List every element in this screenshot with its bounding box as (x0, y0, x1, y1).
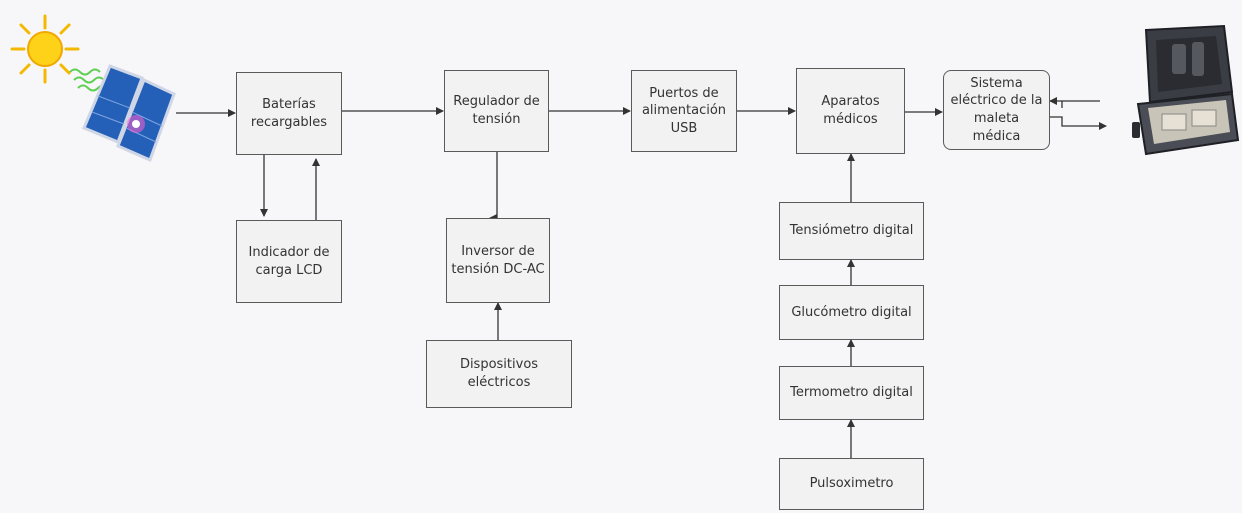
node-glucometro: Glucómetro digital (779, 285, 924, 340)
node-termometro: Termometro digital (779, 366, 924, 420)
node-sistema: Sistema eléctrico de la maleta médica (943, 70, 1050, 150)
node-inversor: Inversor de tensión DC-AC (446, 218, 550, 303)
arrow-regulador-to-inversor (489, 152, 498, 222)
node-indicador: Indicador de carga LCD (236, 220, 342, 303)
node-pulsoximetro: Pulsoximetro (779, 458, 924, 510)
node-aparatos: Aparatos médicos (796, 68, 905, 154)
node-regulador: Regulador de tensión (444, 70, 549, 152)
node-dispositivos: Dispositivos eléctricos (426, 340, 572, 408)
node-baterias: Baterías recargables (236, 72, 342, 155)
solar-panel-icon (69, 64, 176, 163)
medical-case-icon (1132, 24, 1240, 156)
sun-icon (10, 14, 80, 84)
node-tensiometro: Tensiómetro digital (779, 202, 924, 260)
arrow-case-out (1050, 116, 1107, 130)
node-puertos: Puertos de alimentación USB (631, 70, 737, 152)
